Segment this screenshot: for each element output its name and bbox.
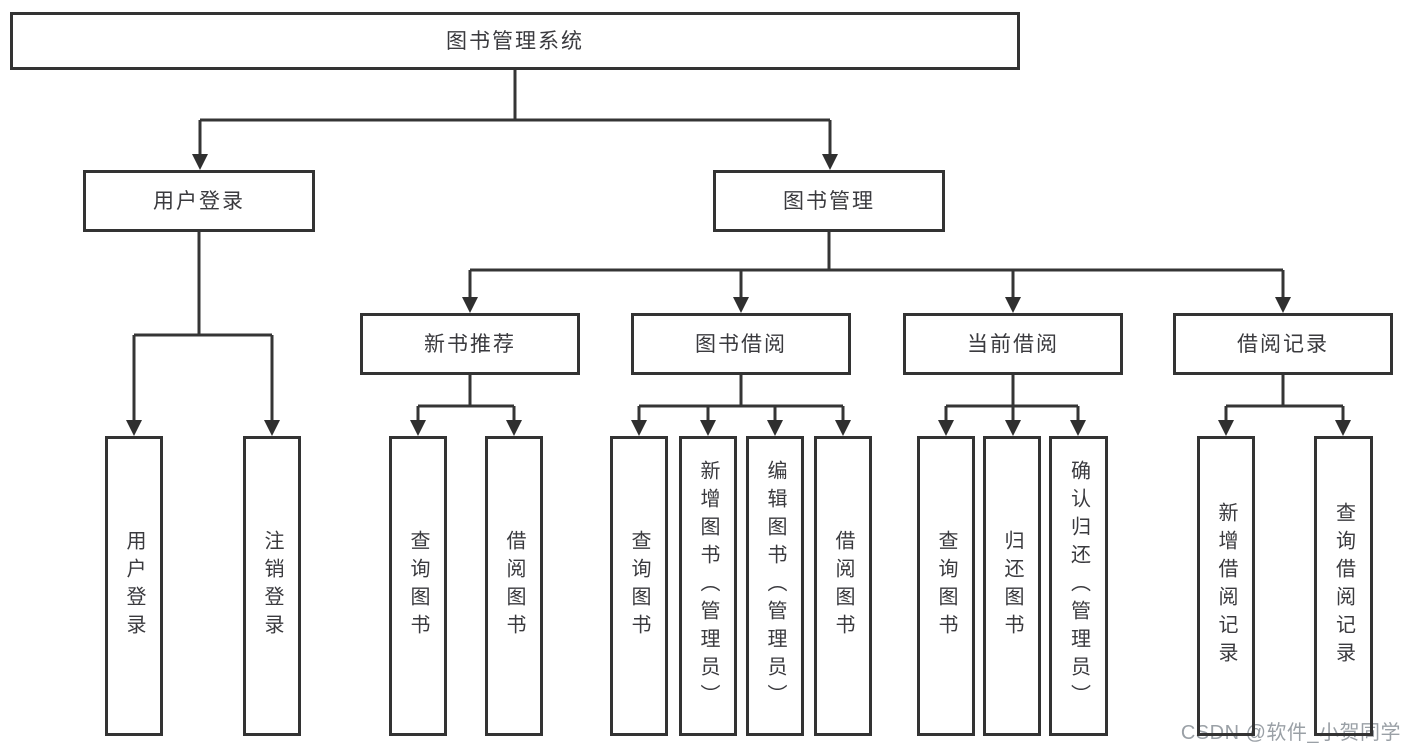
leaf-logout: 注销登录 (243, 436, 301, 736)
node-current-borrow: 当前借阅 (903, 313, 1123, 375)
leaf-add-borrow-record: 新增借阅记录 (1197, 436, 1255, 736)
leaf-query-borrow-record: 查询借阅记录 (1314, 436, 1373, 736)
leaf-borrow-books-recommend: 借阅图书 (485, 436, 543, 736)
leaf-query-books-current: 查询图书 (917, 436, 975, 736)
csdn-watermark: CSDN @软件_小贺同学 (1180, 722, 1401, 744)
leaf-borrow-books: 借阅图书 (814, 436, 872, 736)
leaf-user-login: 用户登录 (105, 436, 163, 736)
node-book-borrow: 图书借阅 (631, 313, 851, 375)
leaf-query-books-recommend: 查询图书 (389, 436, 447, 736)
node-new-book-recommend: 新书推荐 (360, 313, 580, 375)
leaf-return-book: 归还图书 (983, 436, 1041, 736)
node-root-system: 图书管理系统 (10, 12, 1020, 70)
leaf-confirm-return-admin: 确认归还（管理员） (1049, 436, 1108, 736)
leaf-query-books-borrow: 查询图书 (610, 436, 668, 736)
node-borrow-records: 借阅记录 (1173, 313, 1393, 375)
leaf-add-book-admin: 新增图书（管理员） (679, 436, 737, 736)
leaf-edit-book-admin: 编辑图书（管理员） (746, 436, 804, 736)
node-user-login: 用户登录 (83, 170, 315, 232)
node-book-management: 图书管理 (713, 170, 945, 232)
